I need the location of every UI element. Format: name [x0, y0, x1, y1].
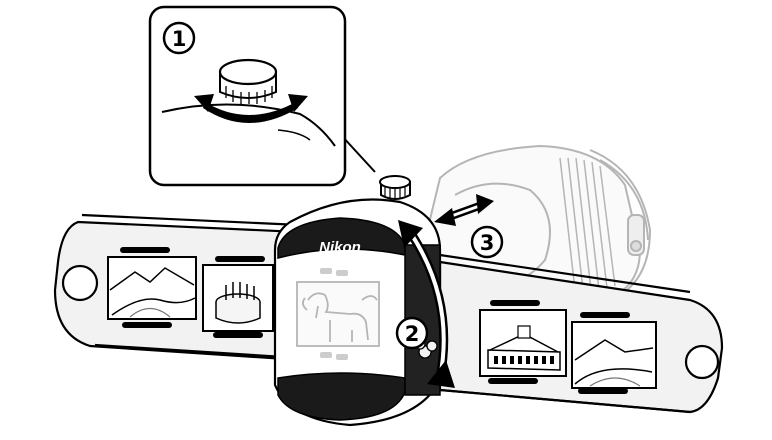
rotate-adapter-arrow	[398, 220, 455, 388]
svg-text:2: 2	[405, 322, 420, 346]
svg-text:3: 3	[480, 231, 495, 255]
film-frame-palace-building	[479, 309, 567, 377]
slide-toward-lens-arrow	[434, 194, 494, 226]
focus-knob	[379, 175, 411, 200]
svg-text:1: 1	[172, 27, 187, 51]
brand-label: Nikon	[319, 239, 361, 256]
knob-detail-callout	[148, 5, 376, 187]
step-3-label: 3	[470, 225, 504, 259]
film-frame-mountain-lake	[571, 321, 657, 389]
rotate-knob-arrow	[194, 94, 308, 123]
film-frame-dog	[296, 268, 380, 360]
step-1-label: 1	[162, 21, 196, 55]
film-frame-birthday-cake	[202, 264, 274, 332]
film-frame-mountain-landscape	[107, 256, 197, 320]
step-2-label: 2	[395, 316, 429, 350]
film-sprocket-holes	[120, 247, 630, 394]
